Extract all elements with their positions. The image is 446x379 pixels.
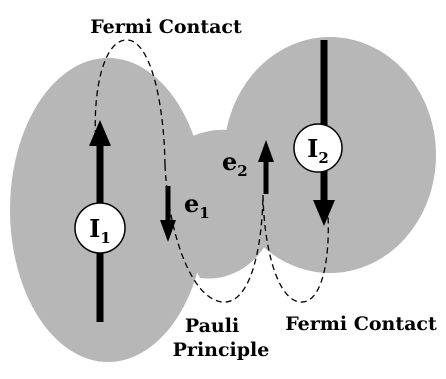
label-fermi-contact-top: Fermi Contact [90,16,242,38]
label-fermi-contact-bottom: Fermi Contact [285,313,437,335]
label-pauli: Pauli [185,315,239,337]
label-principle: Principle [173,339,270,361]
